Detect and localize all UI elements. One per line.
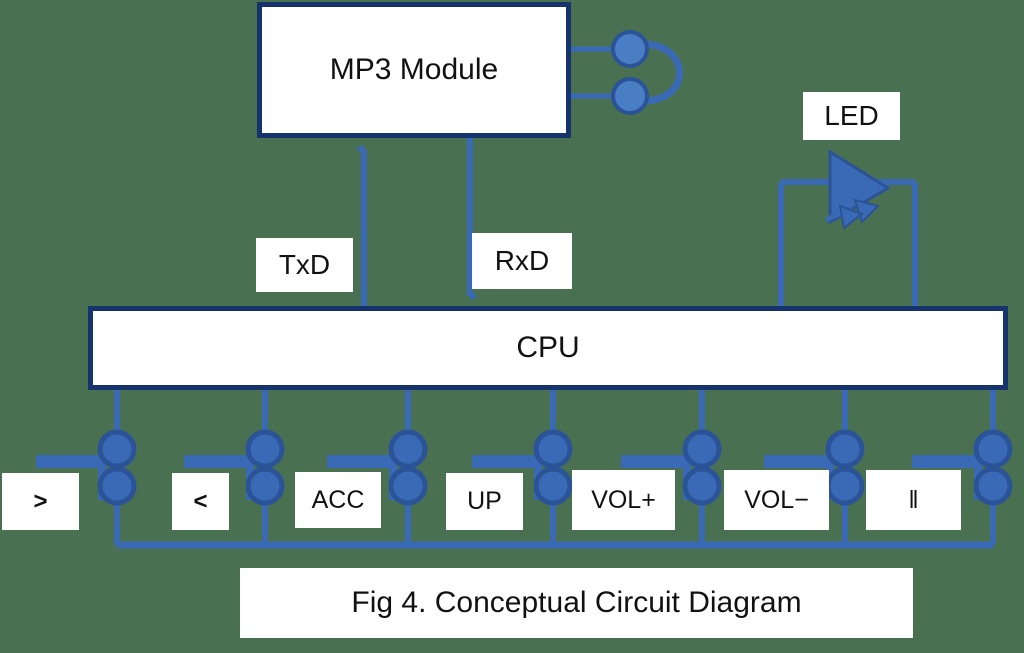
led-triangle-icon — [824, 149, 891, 230]
switch-pause[interactable] — [912, 429, 1013, 506]
mp3-module-block: MP3 Module — [257, 2, 571, 138]
figure-caption: Fig 4. Conceptual Circuit Diagram — [240, 568, 913, 638]
switch-previous[interactable] — [184, 429, 285, 506]
switch-next[interactable] — [36, 429, 137, 506]
button-label-pause[interactable]: ‖ — [866, 470, 961, 530]
switch-acc[interactable] — [327, 429, 428, 506]
cpu-label: CPU — [516, 331, 580, 364]
switch-up[interactable] — [472, 429, 573, 506]
cpu-block: CPU — [88, 306, 1008, 390]
mp3-module-label: MP3 Module — [329, 53, 499, 86]
speaker-icon — [571, 30, 683, 115]
button-label-up[interactable]: UP — [446, 473, 523, 530]
switch-volume-up[interactable] — [621, 429, 722, 506]
button-label-volume-down[interactable]: VOL− — [724, 470, 829, 530]
button-label-volume-up[interactable]: VOL+ — [572, 470, 675, 530]
led-label: LED — [803, 92, 900, 140]
button-label-previous[interactable]: < — [172, 473, 229, 530]
button-label-next[interactable]: > — [2, 473, 79, 530]
rxd-label: RxD — [472, 233, 572, 289]
button-label-acc[interactable]: ACC — [295, 472, 381, 528]
txd-label: TxD — [256, 238, 353, 292]
